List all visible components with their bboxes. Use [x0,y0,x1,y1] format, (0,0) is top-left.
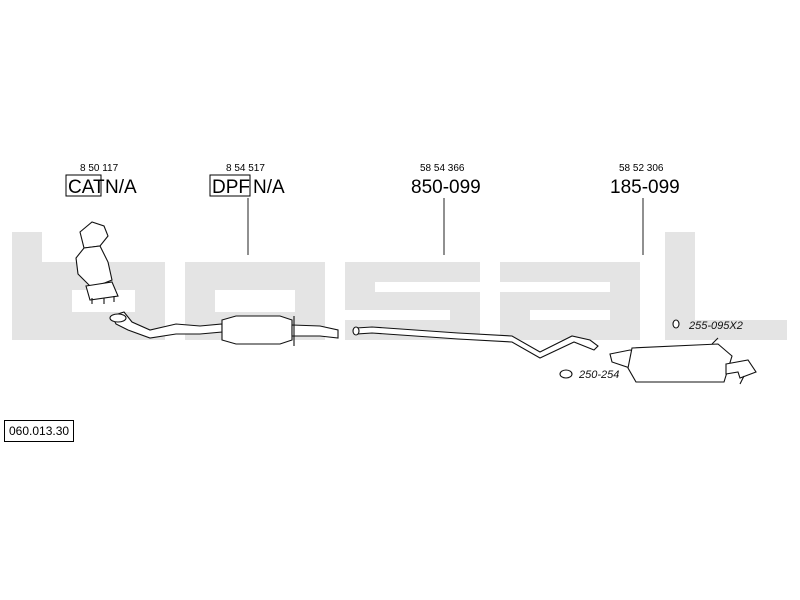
dpf-tag: DPF [212,177,250,198]
gasket-ring-icon[interactable] [559,369,573,379]
middle-pipe-part[interactable] [352,326,599,359]
dpf-tag-box [209,174,251,197]
cat-tag-box [65,174,102,197]
clamp-code[interactable]: 255-095X2 [688,320,743,332]
gasket-code[interactable]: 250-254 [578,369,619,381]
part-number-185-099[interactable]: 185-099 [610,177,680,198]
oem-number-cat: 8 50 117 [80,163,119,174]
rear-silencer-part[interactable] [609,337,757,385]
cat-value: N/A [105,177,137,198]
catalytic-converter-part[interactable] [75,221,119,304]
part-number-850-099[interactable]: 850-099 [411,177,481,198]
cat-tag: CAT [68,177,105,198]
oem-number-dpf: 8 54 517 [226,163,265,174]
dpf-value: N/A [253,177,285,198]
oem-number-rear-silencer: 58 52 306 [619,163,664,174]
dpf-front-pipe-part[interactable] [109,311,339,346]
assembly-reference-number: 060.013.30 [4,420,75,442]
clamp-icon[interactable] [672,319,680,329]
oem-number-middle-pipe: 58 54 366 [420,163,465,174]
